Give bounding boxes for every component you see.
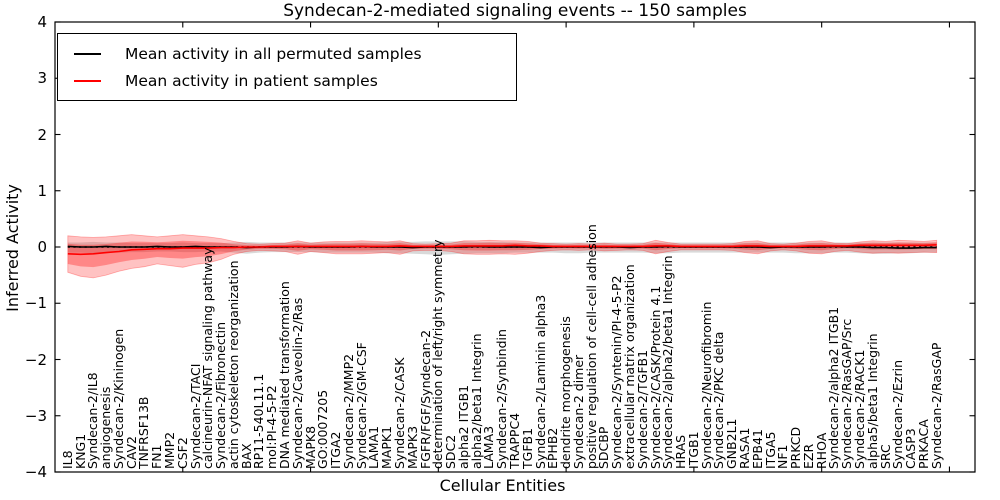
legend-item-patient: Mean activity in patient samples xyxy=(58,69,516,93)
y-tick-label: 1 xyxy=(37,181,47,200)
y-tick-label: 4 xyxy=(37,13,47,31)
permuted-band xyxy=(67,241,937,255)
y-tick-label: −4 xyxy=(24,463,47,481)
y-tick-label: 3 xyxy=(37,69,47,88)
legend-item-permuted: Mean activity in all permuted samples xyxy=(58,42,516,66)
y-tick-label: 2 xyxy=(37,125,47,144)
legend-label: Mean activity in patient samples xyxy=(125,71,378,90)
y-tick-label: 0 xyxy=(37,238,47,256)
chart-title: Syndecan-2-mediated signaling events -- … xyxy=(283,1,747,21)
x-axis-label: Cellular Entities xyxy=(439,476,566,495)
legend-box: Mean activity in all permuted samples Me… xyxy=(57,33,517,101)
legend-label: Mean activity in all permuted samples xyxy=(125,44,422,63)
y-tick-label: −2 xyxy=(24,350,47,369)
legend-line-red xyxy=(74,79,101,82)
patient-band-outer xyxy=(67,234,938,279)
patient-mean-line xyxy=(67,244,937,256)
y-tick-label: −3 xyxy=(24,406,47,425)
x-category-label: actin cytoskeleton reorganization xyxy=(225,260,241,469)
legend-line-black xyxy=(74,52,101,55)
x-category-label: Syndecan-2/RasGAP xyxy=(928,342,944,469)
y-tick-label: −1 xyxy=(24,294,47,313)
